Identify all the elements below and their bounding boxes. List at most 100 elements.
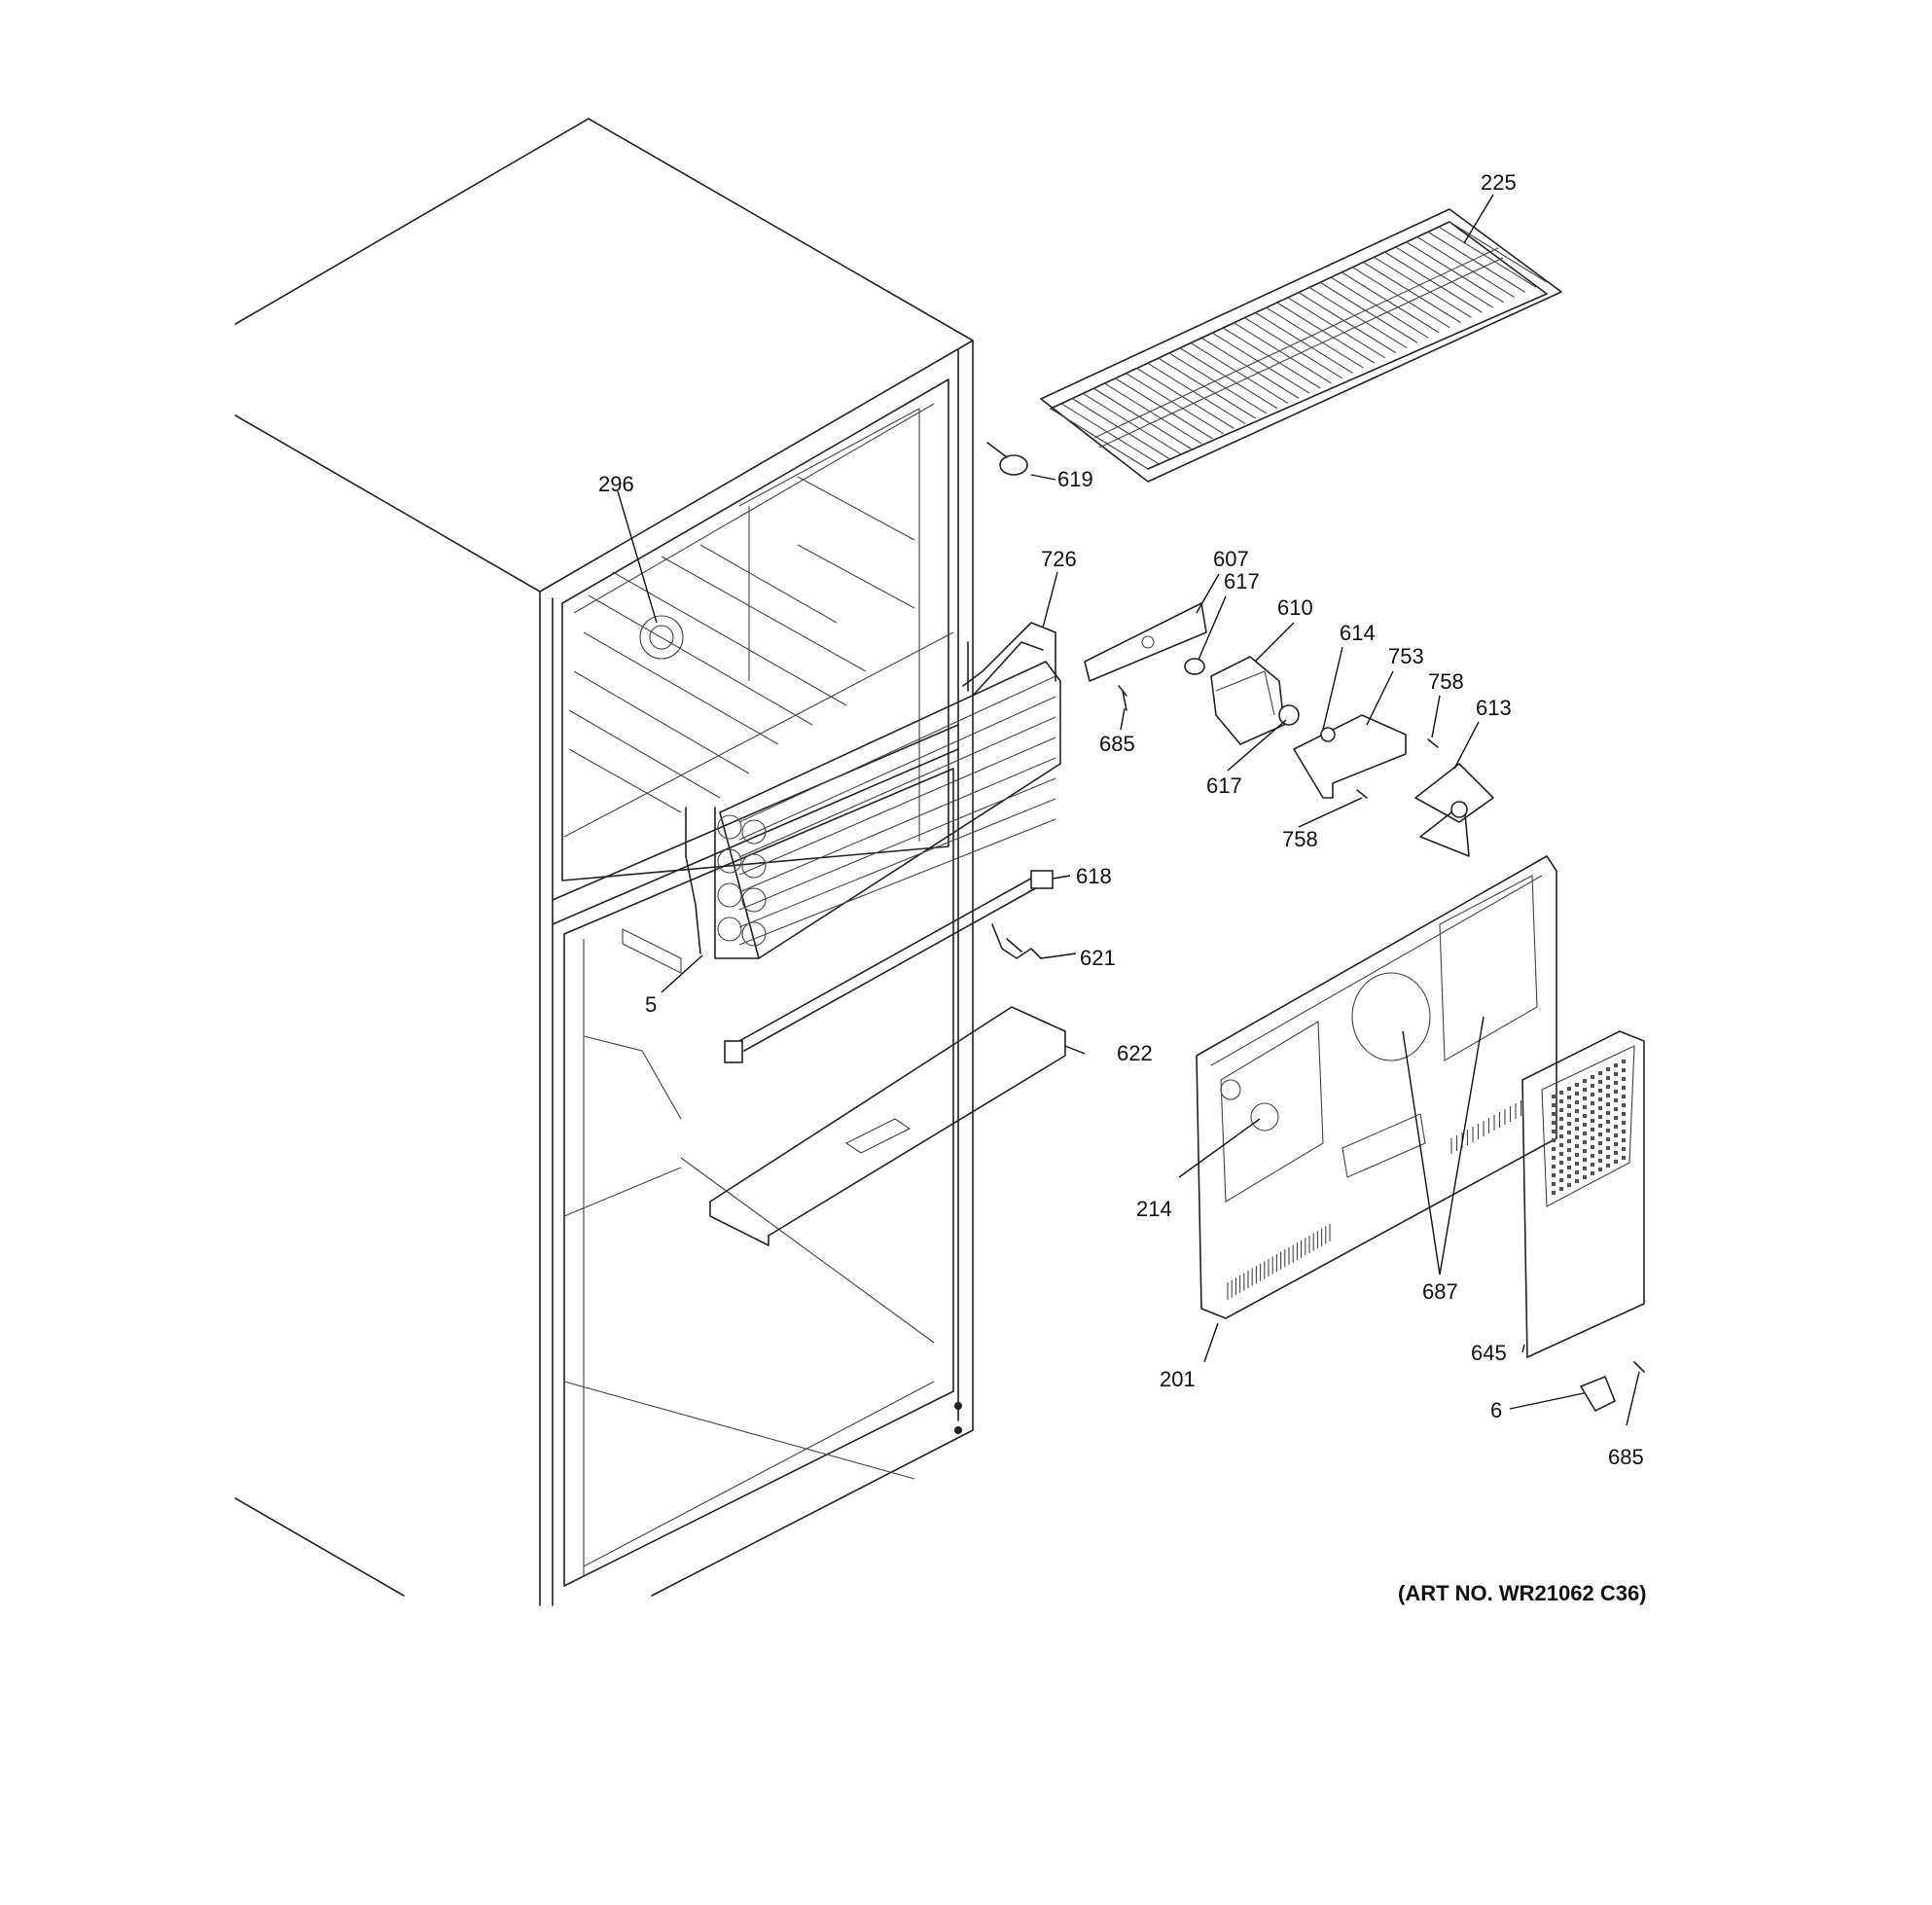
grille-dot (1591, 1101, 1594, 1105)
grille-dot (1559, 1134, 1563, 1138)
grille-dot (1622, 1060, 1626, 1063)
grille-dot (1567, 1148, 1571, 1152)
grille-dot (1622, 1086, 1626, 1090)
grille-dot (1606, 1111, 1610, 1115)
grille-dot (1575, 1179, 1579, 1183)
shelf-rib (1126, 373, 1224, 435)
grille-dot (1567, 1183, 1571, 1187)
grille-dot (1552, 1130, 1556, 1133)
grille-dot (1559, 1152, 1563, 1156)
grille-dot (1622, 1147, 1626, 1151)
callout-622: 622 (1117, 1041, 1153, 1065)
grille-dot (1567, 1096, 1571, 1099)
grille-dot (1606, 1164, 1610, 1168)
shelf-rib (1374, 256, 1472, 318)
evaporator-tube (738, 798, 1056, 928)
shelf-rib (1330, 276, 1429, 339)
grille-dot (1575, 1127, 1579, 1131)
callout-726: 726 (1041, 547, 1077, 571)
evaporator-tube (738, 716, 1056, 858)
shelf-rib (1287, 297, 1386, 359)
grille-dot (1598, 1106, 1602, 1110)
grille-dot (1591, 1145, 1594, 1149)
grille-dot (1614, 1081, 1618, 1085)
callout-201: 201 (1160, 1367, 1196, 1391)
grille-dot (1575, 1153, 1579, 1157)
grille-dot (1559, 1178, 1563, 1182)
screw-685-lower (1633, 1361, 1645, 1373)
callout-687: 687 (1422, 1279, 1458, 1304)
callout-610: 610 (1277, 595, 1313, 620)
shelf-rib (1255, 311, 1353, 374)
grille-dot (1567, 1087, 1571, 1091)
grille-dot (1552, 1156, 1556, 1160)
grille-dot (1622, 1077, 1626, 1081)
grille-dot (1614, 1133, 1618, 1137)
shelf-rib (1190, 342, 1289, 405)
evaporator-cover (1196, 855, 1557, 1319)
grille-dot (1552, 1173, 1556, 1177)
callout-618: 618 (1076, 864, 1112, 888)
evaporator-tube (738, 696, 1056, 841)
grille-dot (1552, 1147, 1556, 1151)
callout-225: 225 (1481, 170, 1517, 195)
shelf-rib (1071, 398, 1170, 460)
grille-dot (1583, 1079, 1587, 1083)
grille-dot (1559, 1169, 1563, 1173)
grille-dot (1614, 1090, 1618, 1094)
grille-dot (1583, 1175, 1587, 1179)
grille-dot (1614, 1072, 1618, 1076)
shelf-rib (1179, 347, 1278, 410)
grommet-617-top (1184, 658, 1205, 675)
evaporator-tube (738, 737, 1056, 876)
grille-dot (1606, 1067, 1610, 1071)
grille-dot (1567, 1174, 1571, 1178)
shelf-rib (1406, 241, 1504, 304)
evaporator-coil (714, 622, 1061, 959)
grille-dot (1614, 1160, 1618, 1164)
callout-753: 753 (1388, 644, 1424, 668)
shelf-rib (1136, 368, 1234, 429)
shelf-rib (1234, 322, 1332, 384)
grille-dot (1614, 1107, 1618, 1111)
grille-dot (1575, 1144, 1579, 1148)
grille-dot (1575, 1170, 1579, 1174)
grille-dot (1598, 1097, 1602, 1101)
grille-dot (1552, 1112, 1556, 1116)
grille-dot (1575, 1092, 1579, 1096)
grille-dot (1606, 1094, 1610, 1097)
grille-dot (1559, 1143, 1563, 1147)
callout-685-upper: 685 (1099, 732, 1135, 756)
heater-bracket (991, 923, 1042, 959)
vent-grille (1521, 1030, 1645, 1358)
shelf-rib (1158, 357, 1257, 419)
grille-dot (1606, 1076, 1610, 1080)
grille-dot (1591, 1119, 1594, 1123)
screw-758-a (1427, 738, 1439, 748)
callout-645: 645 (1471, 1341, 1507, 1365)
grommet-617-lower (1278, 704, 1300, 726)
wire-shelf (1040, 208, 1562, 483)
callout-758-top: 758 (1428, 669, 1464, 694)
shelf-rib (1223, 327, 1321, 389)
grille-dot (1598, 1115, 1602, 1119)
grille-dot (1575, 1100, 1579, 1104)
grille-dot (1598, 1141, 1602, 1145)
shelf-rib (1427, 231, 1526, 293)
shelf-rib (1276, 302, 1375, 364)
grille-dot (1591, 1075, 1594, 1079)
grille-dot (1598, 1080, 1602, 1084)
callout-758-lower: 758 (1282, 827, 1318, 851)
grille-dot (1559, 1161, 1563, 1165)
grille-dot (1591, 1136, 1594, 1140)
grille-dot (1583, 1105, 1587, 1109)
grille-dot (1622, 1068, 1626, 1072)
grille-dot (1559, 1108, 1563, 1112)
grille-dot (1575, 1162, 1579, 1166)
grille-dot (1552, 1103, 1556, 1107)
shelf-rib (1341, 271, 1440, 334)
shelf-rib (1416, 236, 1516, 299)
grille-dot (1606, 1155, 1610, 1159)
shelf-rib (1244, 317, 1342, 379)
callout-619: 619 (1057, 467, 1093, 491)
